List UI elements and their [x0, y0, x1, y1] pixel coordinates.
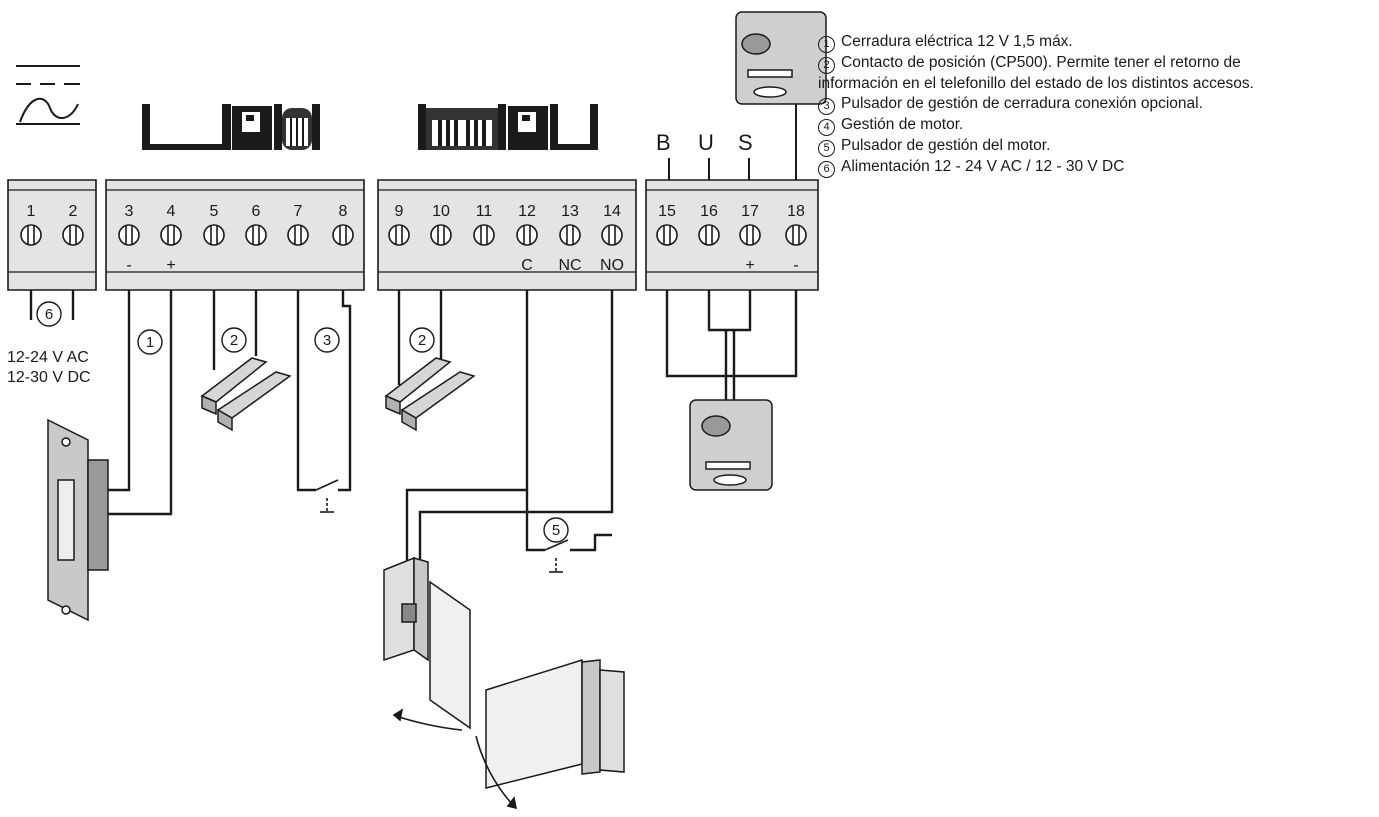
terminal-screw-icon [388, 224, 410, 246]
legend-num: 6 [818, 161, 835, 179]
bus-labels: B U S [656, 130, 753, 155]
terminal-screw-icon [656, 224, 678, 246]
supply-ac-label: 12-24 V AC [7, 349, 89, 366]
terminal-screw-icon [430, 224, 452, 246]
terminal-number-3: 3 [125, 203, 134, 220]
legend-text: Cerradura eléctrica 12 V 1,5 máx. [841, 33, 1073, 50]
terminal-number-14: 14 [603, 203, 621, 220]
intercom-monitor-icon [735, 11, 827, 105]
legend-num: 1 [818, 36, 835, 53]
terminal-screw-icon [332, 224, 354, 246]
legend-num: 2 [818, 57, 835, 74]
legend-item-2: 2 Contacto de posición (CP500). Permite t… [818, 53, 1378, 94]
terminal-number-5: 5 [210, 203, 219, 220]
terminal-screw-icon [739, 224, 761, 246]
terminal-sublabel-3: - [126, 257, 131, 274]
terminal-block-power [7, 179, 97, 291]
legend-num: 3 [818, 98, 835, 116]
terminal-sublabel-12: C [521, 257, 533, 274]
terminal-number-1: 1 [27, 203, 36, 220]
terminal-number-8: 8 [339, 203, 348, 220]
terminal-number-9: 9 [395, 203, 404, 220]
bus-label-b: B [656, 130, 671, 155]
terminal-screw-icon [20, 224, 42, 246]
legend-text: Pulsador de gestión del motor. [841, 137, 1051, 155]
terminal-sublabel-4: + [166, 257, 175, 274]
legend-num: 5 [818, 140, 835, 158]
terminal-number-10: 10 [432, 203, 450, 220]
terminal-screw-icon [473, 224, 495, 246]
legend-text: Alimentación 12 - 24 V AC / 12 - 30 V DC [841, 158, 1125, 176]
callout-5: 5 [552, 522, 560, 539]
supply-dc-label: 12-30 V DC [7, 369, 91, 386]
terminal-sublabel-17: + [745, 257, 754, 274]
gate-leaf-icon [383, 556, 625, 789]
terminal-number-4: 4 [167, 203, 176, 220]
legend-item-6: 6 Alimentación 12 - 24 V AC / 12 - 30 V D… [818, 157, 1378, 179]
legend-num: 4 [818, 119, 835, 137]
push-button-3-icon [315, 479, 339, 513]
terminal-number-16: 16 [700, 203, 718, 220]
terminal-screw-icon [698, 224, 720, 246]
bus-label-s: S [738, 130, 753, 155]
dc-symbol-icon [16, 65, 80, 85]
terminal-block-gate [377, 179, 637, 291]
terminal-number-15: 15 [658, 203, 676, 220]
wires [29, 290, 798, 600]
terminal-number-18: 18 [787, 203, 805, 220]
terminal-screw-icon [601, 224, 623, 246]
terminal-screw-icon [785, 224, 807, 246]
terminal-block-door [105, 179, 365, 291]
callout-6: 6 [45, 306, 53, 323]
position-contact-icon [200, 357, 292, 432]
opening-arrows-icon [392, 708, 518, 810]
terminal-number-6: 6 [252, 203, 261, 220]
terminal-sublabel-14: NO [600, 257, 624, 274]
legend-text: Pulsador de gestión de cerradura conexió… [841, 95, 1203, 113]
terminal-screw-icon [245, 224, 267, 246]
terminal-screw-icon [62, 224, 84, 246]
legend-item-5: 5 Pulsador de gestión del motor. [818, 136, 1378, 158]
vehicle-gate-icon [418, 104, 598, 150]
legend-item-1: 1 Cerradura eléctrica 12 V 1,5 máx. [818, 32, 1378, 53]
terminal-screw-icon [118, 224, 140, 246]
callout-1: 1 [146, 334, 154, 351]
legend-item-4: 4 Gestión de motor. [818, 115, 1378, 137]
terminal-number-17: 17 [741, 203, 759, 220]
terminal-screw-icon [287, 224, 309, 246]
intercom-handset-icon [689, 399, 773, 491]
callout-3: 3 [323, 332, 331, 349]
terminal-screw-icon [203, 224, 225, 246]
legend-text-continued: información en el telefonillo del estado… [818, 75, 1254, 92]
ac-symbol-icon [16, 97, 80, 125]
terminal-screw-icon [516, 224, 538, 246]
legend-text: Gestión de motor. [841, 116, 964, 134]
electric-lock-icon [47, 418, 109, 622]
callout-2b: 2 [418, 332, 426, 349]
pedestrian-door-icon [142, 104, 320, 150]
bus-label-u: U [698, 130, 714, 155]
legend-text: Contacto de posición (CP500). Permite te… [841, 54, 1241, 71]
callouts: 6 1 2 3 2 5 [36, 301, 569, 543]
terminal-number-11: 11 [476, 203, 493, 220]
terminal-block-bus [645, 179, 819, 291]
callout-2: 2 [230, 332, 238, 349]
terminal-number-12: 12 [518, 203, 536, 220]
terminal-number-7: 7 [294, 203, 303, 220]
terminal-sublabel-13: NC [558, 257, 581, 274]
terminal-number-13: 13 [561, 203, 579, 220]
legend: 1 Cerradura eléctrica 12 V 1,5 máx. 2 Cont… [818, 32, 1378, 179]
position-contact-icon [384, 357, 476, 432]
terminal-number-2: 2 [69, 203, 78, 220]
terminal-sublabel-18: - [793, 257, 798, 274]
terminal-screw-icon [559, 224, 581, 246]
push-button-5-icon [544, 539, 569, 573]
terminal-screw-icon [160, 224, 182, 246]
legend-item-3: 3 Pulsador de gestión de cerradura conexi… [818, 94, 1378, 116]
